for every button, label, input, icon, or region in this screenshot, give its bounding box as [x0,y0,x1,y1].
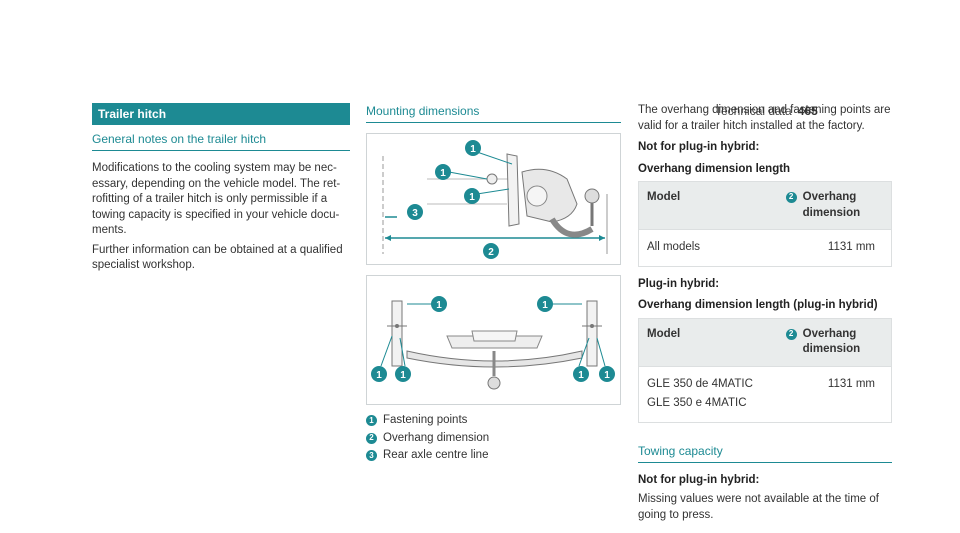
svg-text:1: 1 [440,168,446,179]
svg-text:1: 1 [470,144,476,155]
overhang-number: 2 [785,328,797,340]
svg-text:1: 1 [604,370,610,381]
modifications-paragraph: Modifications to the cooling system may … [92,162,341,237]
legend-label: Rear axle centre line [383,449,489,462]
svg-text:1: 1 [542,300,548,311]
overhang-header-label: Overhang dimension [802,191,861,219]
svg-text:1: 1 [578,370,584,381]
value-cell: 1131 mm [777,229,892,267]
svg-text:2: 2 [488,247,494,258]
legend-number: 2 [366,432,377,444]
table-row: All models 1131 mm [638,229,892,267]
table-row: GLE 350 de 4MATIC GLE 350 e 4MATIC 1131 … [638,365,892,423]
legend-label: Overhang dimension [383,431,490,444]
workshop-paragraph: Further information can be obtained at a… [92,243,343,272]
legend-item: 2 Overhang dimension [366,431,621,447]
side-view-figure: 1 1 1 3 2 [366,133,621,266]
towing-capacity-title: Towing capacity [638,443,892,463]
mounting-dimensions-title: Mounting dimensions [366,103,621,124]
svg-text:3: 3 [412,208,418,219]
legend-item: 3 Rear axle centre line [366,448,621,464]
overhang-heading: Overhang dimension length [638,162,791,175]
model-cell: GLE 350 de 4MATIC GLE 350 e 4MATIC [638,365,778,423]
svg-text:1: 1 [469,192,475,203]
legend-number: 1 [366,415,377,427]
overhang-header: 2 Overhang dimension [777,181,892,230]
not-plugin-heading: Not for plug-in hybrid: [638,141,760,154]
rear-view-drawing: 1 1 1 1 1 1 [371,296,615,390]
overhang-plugin-table: Model 2 Overhang dimension GLE 350 de 4MA… [638,317,892,423]
model-cell: All models [638,229,778,267]
figure-legend: 1 Fastening points 2 Overhang dimension … [366,413,621,464]
column-overhang: The overhang dimension and fastening poi… [638,103,892,527]
rear-view-figure: 1 1 1 1 1 1 [366,275,621,406]
legend-label: Fastening points [383,414,468,427]
page-number: 465 [797,104,818,118]
overhang-header-label: Overhang dimension [802,327,861,356]
column-trailer-hitch: Trailer hitch General notes on the trail… [92,103,350,278]
column-mounting-dimensions: Mounting dimensions 1 1 1 3 2 [366,103,621,466]
model-line: GLE 350 e 4MATIC [647,397,747,410]
towing-not-plugin-heading: Not for plug-in hybrid: [638,473,760,486]
section-banner: Trailer hitch [92,103,350,126]
side-view-drawing: 1 1 1 3 2 [382,140,608,260]
model-header: Model [638,181,778,230]
overhang-table: Model 2 Overhang dimension All models 113… [638,181,892,267]
page-header: Technical data 465 [715,103,818,119]
svg-text:1: 1 [400,370,406,381]
legend-item: 1 Fastening points [366,413,621,429]
svg-text:1: 1 [376,370,382,381]
plugin-heading: Plug-in hybrid: [638,277,720,290]
general-notes-title: General notes on the trailer hitch [92,131,350,152]
overhang-plugin-heading: Overhang dimension length (plug-in hybri… [638,299,878,312]
model-header: Model [638,318,778,367]
model-line: GLE 350 de 4MATIC [647,377,753,390]
legend-number: 3 [366,450,377,462]
svg-text:1: 1 [436,300,442,311]
towing-paragraph: Missing values were not available at the… [638,493,879,521]
overhang-header: 2 Overhang dimension [777,318,892,367]
section-name: Technical data [715,104,792,118]
intro-paragraph: The overhang dimension and fastening poi… [638,104,891,132]
overhang-number: 2 [785,192,797,204]
value-cell: 1131 mm [777,365,892,423]
